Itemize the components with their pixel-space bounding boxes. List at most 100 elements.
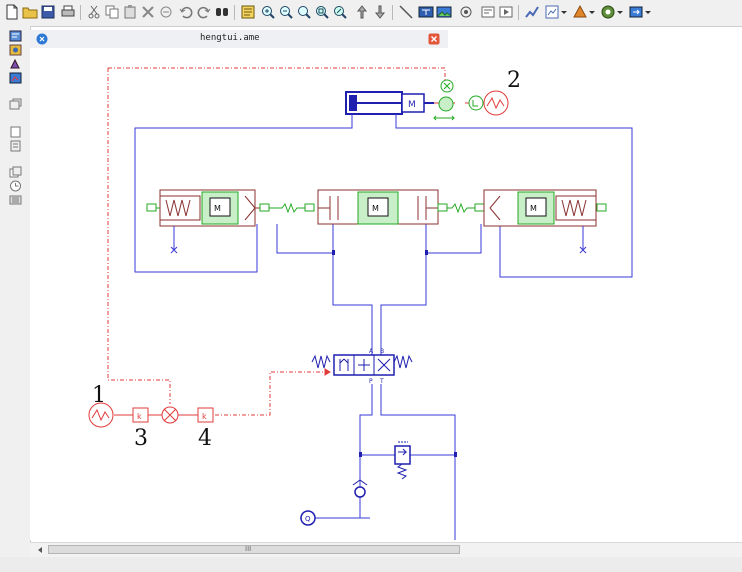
- zoom-area-icon[interactable]: [314, 4, 330, 20]
- open-folder-icon[interactable]: [22, 4, 38, 20]
- fill-color-icon[interactable]: [572, 4, 588, 20]
- signal-lines: [107, 67, 446, 416]
- redo-icon[interactable]: [196, 4, 212, 20]
- library-icon[interactable]: [240, 4, 256, 20]
- hydraulic-line[interactable]: [380, 253, 427, 355]
- line-tool-icon[interactable]: [398, 4, 414, 20]
- signal-line[interactable]: [107, 68, 171, 404]
- main-toolbar: [0, 0, 742, 27]
- text-tool-icon[interactable]: [418, 4, 434, 20]
- file-icon[interactable]: [9, 140, 22, 152]
- zoom-in-icon[interactable]: [260, 4, 276, 20]
- variables-icon[interactable]: [9, 58, 22, 70]
- sensor-group[interactable]: [433, 79, 484, 121]
- move-down-icon[interactable]: [372, 4, 388, 20]
- document-list-icon[interactable]: [9, 126, 22, 138]
- sketch-canvas[interactable]: k k M: [30, 48, 742, 540]
- paste-icon[interactable]: [122, 4, 138, 20]
- cut-icon[interactable]: [86, 4, 102, 20]
- signal-line[interactable]: [108, 67, 446, 80]
- signal-chain: [114, 102, 482, 416]
- scrollbar-thumb[interactable]: III: [48, 545, 460, 554]
- history-icon[interactable]: [9, 180, 22, 192]
- check-valve[interactable]: [352, 479, 368, 498]
- save-icon[interactable]: [40, 4, 56, 20]
- svg-text:Q: Q: [305, 515, 311, 523]
- hydraulic-cylinder[interactable]: M: [345, 91, 434, 115]
- callout-label-2: 2: [507, 68, 521, 93]
- relief-valve[interactable]: [394, 441, 411, 480]
- toolbar-separator: [392, 5, 393, 20]
- summing-junction[interactable]: [161, 406, 179, 424]
- gain-block-3[interactable]: [132, 407, 149, 423]
- run-icon[interactable]: [498, 4, 514, 20]
- close-tab-icon[interactable]: [428, 33, 440, 45]
- zoom-window-icon[interactable]: [332, 4, 348, 20]
- chevron-down-icon[interactable]: [616, 4, 624, 20]
- center-valve-block[interactable]: M: [317, 189, 439, 225]
- hydraulic-line[interactable]: [300, 384, 373, 519]
- plot-icon[interactable]: [524, 4, 540, 20]
- copy-file-icon[interactable]: [9, 166, 22, 178]
- toolbar-separator: [80, 5, 81, 20]
- library-tree-icon[interactable]: [9, 30, 22, 42]
- export-icon[interactable]: [628, 4, 644, 20]
- signal-source-2[interactable]: [483, 90, 509, 116]
- signal-arrow: [324, 368, 331, 376]
- horizontal-scrollbar[interactable]: III: [30, 542, 742, 557]
- scroll-left-icon[interactable]: [36, 546, 44, 554]
- zoom-fit-icon[interactable]: [296, 4, 312, 20]
- svg-text:B: B: [380, 348, 384, 355]
- clear-icon[interactable]: [158, 4, 174, 20]
- scrollbar-grip: III: [245, 545, 252, 553]
- svg-text:T: T: [379, 378, 384, 385]
- find-icon[interactable]: [214, 4, 230, 20]
- document-icon: [36, 33, 48, 45]
- directional-valve[interactable]: A B P T: [311, 348, 413, 385]
- document-tab[interactable]: hengtui.ame: [30, 30, 448, 49]
- hydraulic-line[interactable]: [134, 114, 353, 273]
- right-spring[interactable]: [437, 202, 485, 214]
- new-document-icon[interactable]: [4, 4, 20, 20]
- left-spring[interactable]: [259, 202, 315, 214]
- svg-text:M: M: [214, 204, 221, 213]
- print-icon[interactable]: [60, 4, 76, 20]
- delete-icon[interactable]: [140, 4, 156, 20]
- hydraulic-line[interactable]: [332, 253, 373, 355]
- watch-icon[interactable]: [9, 72, 22, 84]
- signal-source-1[interactable]: [88, 402, 114, 428]
- left-toolbar: [0, 26, 31, 572]
- style-icon[interactable]: [600, 4, 616, 20]
- right-valve-block[interactable]: M: [483, 189, 607, 254]
- parameters-icon[interactable]: [458, 4, 474, 20]
- hydraulic-lines: [134, 114, 633, 540]
- gain-symbol: k: [202, 412, 207, 421]
- hydraulic-schematic: k k M: [88, 67, 633, 540]
- left-valve-block[interactable]: M: [146, 189, 262, 254]
- undo-icon[interactable]: [178, 4, 194, 20]
- signal-line[interactable]: [215, 371, 330, 416]
- properties-icon[interactable]: [9, 44, 22, 56]
- batch-icon[interactable]: [9, 194, 22, 206]
- color-palette-icon[interactable]: [544, 4, 560, 20]
- chevron-down-icon[interactable]: [644, 4, 652, 20]
- hydraulic-line[interactable]: [395, 114, 633, 278]
- hydraulic-line[interactable]: [380, 384, 456, 540]
- compile-icon[interactable]: [480, 4, 496, 20]
- hydraulic-line[interactable]: [276, 224, 334, 254]
- copy-icon[interactable]: [104, 4, 120, 20]
- zoom-out-icon[interactable]: [278, 4, 294, 20]
- layers-icon[interactable]: [9, 98, 22, 110]
- svg-text:A: A: [369, 348, 374, 355]
- svg-text:P: P: [369, 378, 373, 385]
- pump-source[interactable]: Q: [300, 510, 316, 526]
- hydraulic-line[interactable]: [425, 224, 482, 254]
- callout-label-4: 4: [198, 426, 212, 451]
- chevron-down-icon[interactable]: [588, 4, 596, 20]
- svg-text:M: M: [372, 204, 379, 213]
- toolbar-separator: [234, 5, 235, 20]
- chevron-down-icon[interactable]: [560, 4, 568, 20]
- move-up-icon[interactable]: [354, 4, 370, 20]
- gain-block-4[interactable]: [197, 407, 214, 423]
- image-tool-icon[interactable]: [436, 4, 452, 20]
